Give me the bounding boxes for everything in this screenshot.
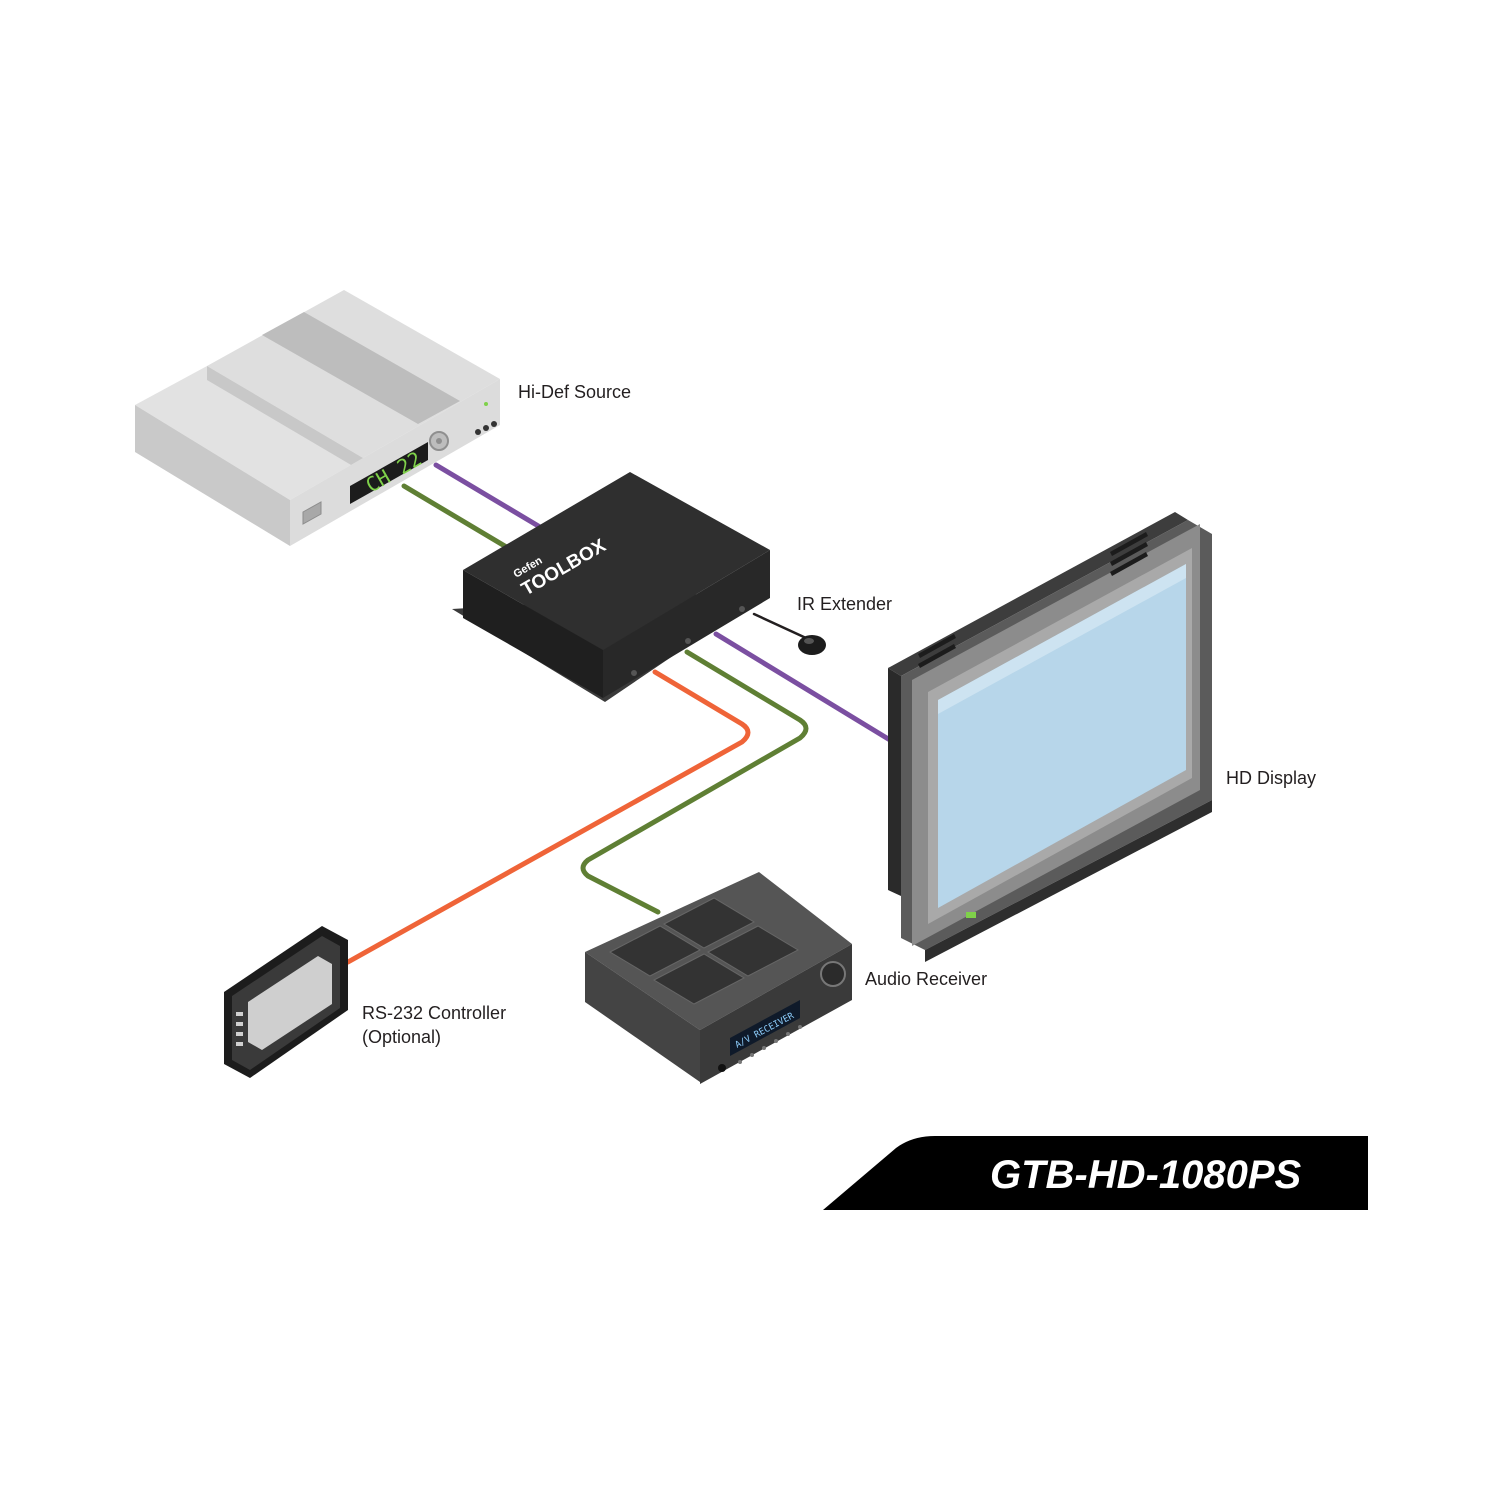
label-audio-receiver: Audio Receiver xyxy=(865,969,987,989)
rs232-cable-toolbox-to-controller xyxy=(345,669,751,965)
hd-display-screen xyxy=(938,564,1186,908)
audio-receiver-device: A/V RECEIVER xyxy=(585,872,852,1084)
toolbox-extender-device: Gefen TOOLBOX xyxy=(452,472,770,702)
hdmi-cable-source-to-toolbox xyxy=(433,462,543,530)
hi-def-source-device: CH 22 xyxy=(135,290,500,546)
ir-extender-sensor xyxy=(798,635,826,655)
label-hi-def-source: Hi-Def Source xyxy=(518,382,631,402)
label-rs232-controller: RS-232 Controller xyxy=(362,1003,506,1023)
hdmi-cable-toolbox-to-display xyxy=(713,631,893,743)
rs232-controller-device xyxy=(224,926,348,1078)
model-banner: GTB-HD-1080PS xyxy=(823,1136,1368,1210)
hd-display-device xyxy=(888,512,1212,962)
audio-cable-source-to-toolbox xyxy=(401,483,511,551)
device-labels: Hi-Def Source IR Extender HD Display Aud… xyxy=(362,382,1316,1047)
cables xyxy=(345,462,893,965)
ir-extender-cable xyxy=(752,612,808,640)
label-hd-display: HD Display xyxy=(1226,768,1316,788)
audio-cable-toolbox-to-receiver xyxy=(580,649,809,915)
model-number: GTB-HD-1080PS xyxy=(990,1153,1302,1197)
label-ir-extender: IR Extender xyxy=(797,594,892,614)
label-rs232-optional: (Optional) xyxy=(362,1027,441,1047)
